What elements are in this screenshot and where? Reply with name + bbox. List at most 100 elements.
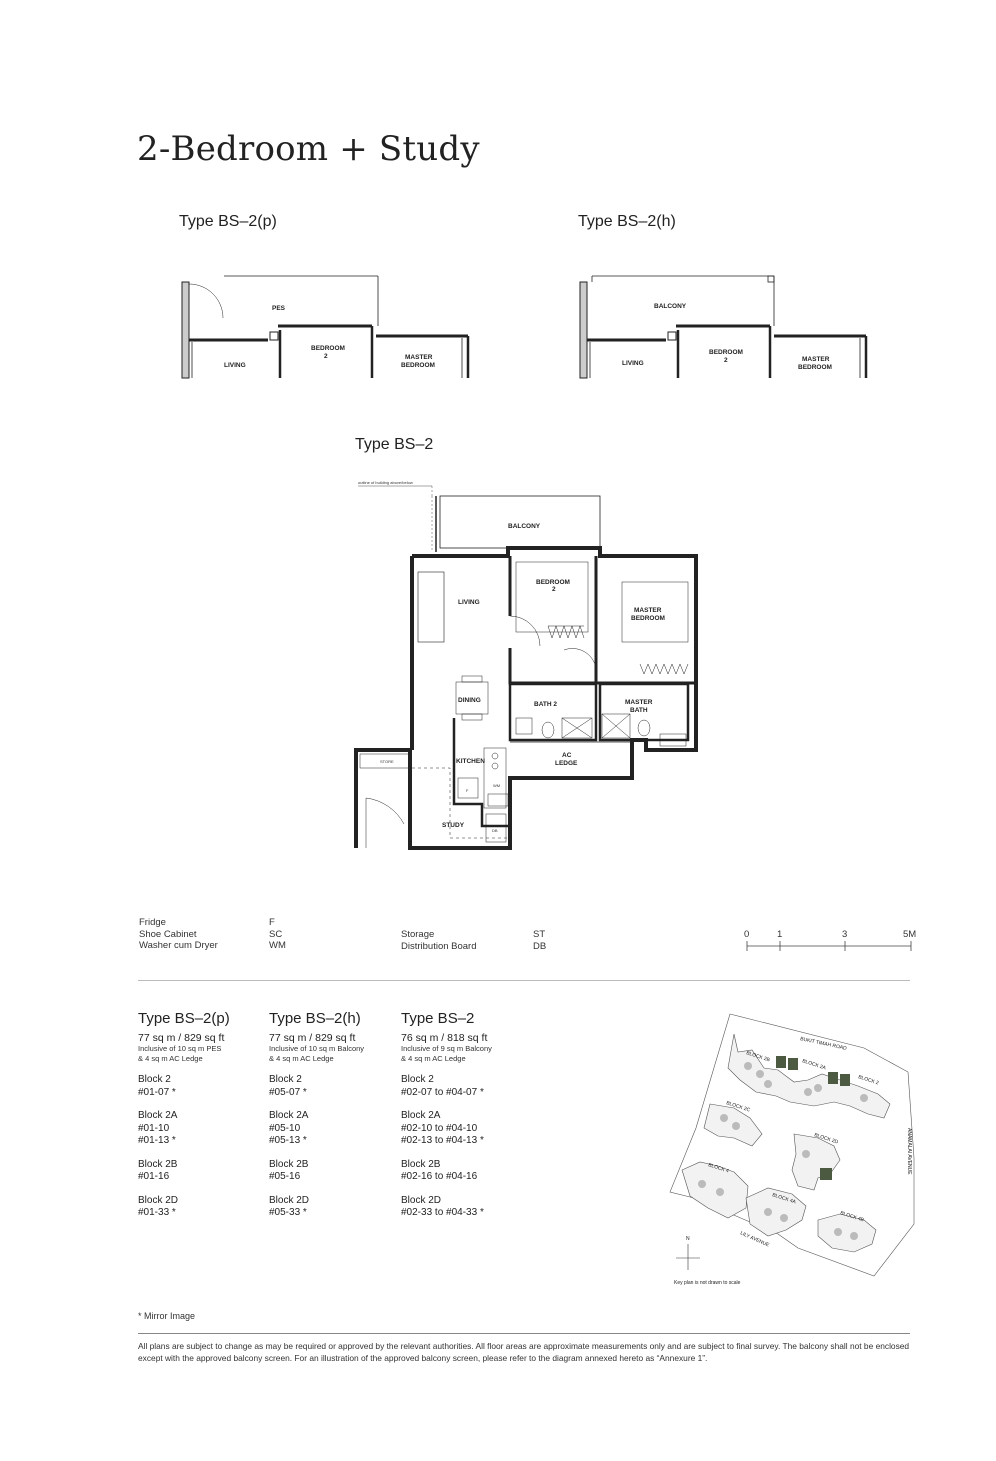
scale-tick-5m: 5M (903, 929, 917, 940)
room-label-master-bedroom: BEDROOM (401, 362, 435, 369)
block-name: Block 2B (138, 1158, 178, 1170)
legend-abbr: ST (533, 929, 546, 940)
unit-number: #01-07 * (138, 1086, 176, 1098)
room-label-master-bath-2: BATH (630, 707, 648, 714)
room-label-bedroom2: BEDROOM (536, 579, 570, 586)
unit-type: Type BS–2 (401, 1010, 475, 1027)
room-label-master-bath: MASTER (625, 699, 653, 706)
plan-label-bs2: Type BS–2 (355, 436, 434, 453)
block-name: Block 2 (401, 1074, 434, 1085)
unit-number: #05-16 (269, 1171, 301, 1182)
scale-tick-1: 1 (777, 929, 783, 940)
unit-number: #02-13 to #04-13 * (401, 1135, 484, 1146)
room-label-balcony: BALCONY (654, 303, 687, 310)
key-plan-note: Key plan is not drawn to scale (674, 1280, 741, 1286)
highlight-unit (840, 1074, 850, 1086)
page-title: 2-Bedroom + Study (137, 128, 480, 169)
legend-abbr: SC (269, 928, 283, 940)
unit-number: #01-10 (138, 1122, 170, 1134)
label-wm: WM (493, 783, 500, 788)
unit-area: 77 sq m / 829 sq ft (269, 1032, 356, 1044)
block-name: Block 2A (269, 1110, 309, 1121)
room-label-master-bedroom: BEDROOM (798, 364, 832, 371)
floorplan-bs2: outline of building above/below BALCONY … (354, 480, 698, 850)
room-label-bedroom2: BEDROOM (311, 345, 345, 352)
block-name: Block 2 (269, 1074, 302, 1085)
legend-item: Storage (401, 929, 435, 940)
room-label-dining: DINING (458, 697, 481, 704)
legend-abbr: DB (533, 940, 547, 952)
room-label-bedroom2: BEDROOM (709, 349, 743, 356)
unit-number: #01-13 * (138, 1135, 176, 1146)
block-name: Block 2D (269, 1194, 310, 1206)
block-name: Block 2D (138, 1194, 179, 1206)
block-name: Block 2A (401, 1110, 441, 1121)
block-name: Block 2B (401, 1158, 441, 1170)
room-label-master-bedroom: BEDROOM (631, 615, 665, 622)
highlight-unit (820, 1168, 832, 1180)
room-label-bedroom2-num: 2 (324, 353, 328, 360)
unit-column-bs2p: Type BS–2(p) 77 sq m / 829 sq ft Inclusi… (138, 1010, 266, 1231)
room-label-master: MASTER (802, 356, 830, 363)
highlight-unit (788, 1058, 798, 1070)
room-label-master: MASTER (405, 354, 433, 361)
section-divider (138, 980, 910, 981)
plan-label-bs2h: Type BS–2(h) (578, 213, 676, 230)
label-db: DB (492, 828, 498, 833)
outline-note: outline of building above/below (358, 480, 413, 485)
block-label-2: BLOCK 2 (857, 1074, 879, 1086)
block-name: Block 2 (138, 1074, 171, 1085)
room-label-balcony: BALCONY (508, 523, 541, 530)
highlight-unit (828, 1072, 838, 1084)
room-label-master: MASTER (634, 607, 662, 614)
unit-number: #05-10 (269, 1122, 301, 1134)
unit-note: Inclusive of 10 sq m Balcony (269, 1044, 365, 1053)
unit-note: Inclusive of 10 sq m PES (138, 1044, 222, 1053)
unit-number: #02-10 to #04-10 (401, 1122, 478, 1134)
room-label-store: STORE (380, 759, 394, 764)
label-fridge: F (466, 788, 469, 793)
footer-divider (138, 1333, 910, 1334)
legend-names-col1: Fridge Shoe Cabinet Washer cum Dryer (139, 917, 218, 952)
room-label-bedroom2-num: 2 (552, 586, 556, 593)
block-name: Block 2A (138, 1110, 178, 1121)
unit-number: #05-13 * (269, 1135, 307, 1146)
block-name: Block 2D (401, 1194, 442, 1206)
room-label-study: STUDY (442, 822, 465, 829)
unit-number: #02-16 to #04-16 (401, 1171, 478, 1182)
floorplan-bs2h: BALCONY LIVING BEDROOM 2 MASTER BEDROOM (579, 275, 868, 379)
north-label: N (686, 1236, 690, 1242)
scale-tick-3: 3 (842, 929, 848, 940)
room-label-living: LIVING (224, 362, 246, 369)
room-label-ac: AC (562, 752, 572, 759)
unit-area: 77 sq m / 829 sq ft (138, 1032, 225, 1044)
unit-note: & 4 sq m AC Ledge (269, 1054, 334, 1063)
disclaimer: All plans are subject to change as may b… (138, 1341, 910, 1363)
highlighted-units (776, 1056, 850, 1180)
unit-type: Type BS–2(h) (269, 1010, 361, 1027)
unit-note: Inclusive of 9 sq m Balcony (401, 1044, 492, 1053)
room-label-bedroom2-num: 2 (724, 357, 728, 364)
highlight-unit (776, 1056, 786, 1068)
unit-number: #01-16 (138, 1171, 170, 1182)
room-label-bath2: BATH 2 (534, 701, 557, 708)
room-label-living: LIVING (622, 360, 644, 367)
unit-area: 76 sq m / 818 sq ft (401, 1032, 488, 1044)
unit-number: #02-07 to #04-07 * (401, 1086, 484, 1098)
key-plan: BUKIT TIMAH ROAD ANAMALAI AVENUE LILY AV… (669, 1013, 915, 1286)
unit-number: #02-33 to #04-33 * (401, 1207, 484, 1218)
scale-tick-0: 0 (744, 929, 750, 940)
legend-item: Fridge (139, 917, 166, 928)
mirror-note: * Mirror Image (138, 1311, 196, 1321)
room-label-pes: PES (272, 305, 286, 312)
unit-number: #05-33 * (269, 1207, 307, 1218)
block-label-2a: BLOCK 2A (801, 1058, 827, 1071)
legend-abbr-col2: ST DB (533, 929, 546, 952)
unit-type: Type BS–2(p) (138, 1010, 230, 1027)
scale-bar: 0 1 3 5M (744, 929, 916, 951)
legend-item: Washer cum Dryer (139, 940, 218, 951)
legend-abbr: WM (269, 940, 286, 951)
legend-item: Distribution Board (401, 940, 477, 952)
unit-note: & 4 sq m AC Ledge (138, 1054, 203, 1063)
unit-note: & 4 sq m AC Ledge (401, 1054, 466, 1063)
